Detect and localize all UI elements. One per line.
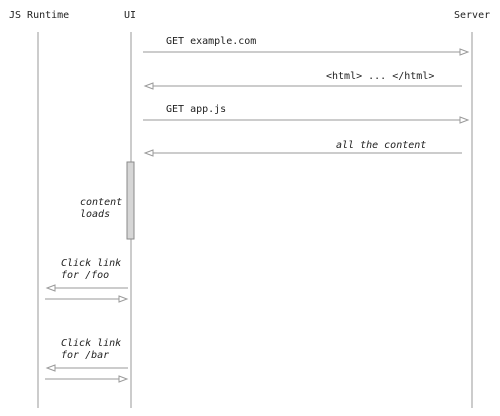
message-all-the-content: all the content	[143, 140, 462, 157]
arrow-head-click-link-foo	[45, 284, 56, 292]
message-get-example-com: GET example.com	[143, 36, 470, 56]
arrow-head-get-app-js	[459, 116, 470, 124]
arrow-head-html-response	[143, 82, 154, 90]
message-return-foo	[45, 295, 129, 303]
message-label-all-the-content: all the content	[336, 140, 426, 151]
actor-label-js-runtime: JS Runtime	[9, 10, 69, 21]
label-line: for /bar	[61, 350, 109, 361]
message-html-response: <html> ... </html>	[143, 71, 462, 90]
label-line: loads	[80, 209, 110, 220]
message-return-bar	[45, 375, 129, 383]
arrow-head-return-bar	[118, 375, 129, 383]
arrow-head-get-example-com	[459, 48, 470, 56]
actor-labels: JS Runtime UI Server	[9, 10, 490, 21]
label-line: content	[80, 197, 122, 208]
arrow-head-return-foo	[118, 295, 129, 303]
message-label-get-example-com: GET example.com	[166, 36, 256, 47]
ui-activation-bar	[126, 161, 135, 240]
label-line: Click link	[61, 338, 121, 349]
arrow-head-click-link-bar	[45, 364, 56, 372]
actor-label-ui: UI	[124, 10, 136, 21]
arrow-head-all-the-content	[143, 149, 154, 157]
actor-label-server: Server	[454, 10, 490, 21]
message-label-html-response: <html> ... </html>	[326, 71, 434, 82]
message-label-get-app-js: GET app.js	[166, 104, 226, 115]
message-get-app-js: GET app.js	[143, 104, 470, 124]
label-line: for /foo	[61, 270, 109, 281]
label-line: Click link	[61, 258, 121, 269]
